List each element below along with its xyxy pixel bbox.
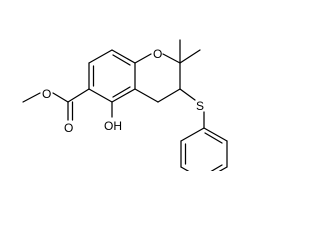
- double-bond-c5-c4a: [112, 86, 131, 98]
- bond-c4-c4a: [134, 88, 159, 103]
- double-bond-c8-c8a: [112, 54, 131, 66]
- gem-dimethyl: [179, 39, 201, 64]
- bond-c8-c7: [88, 49, 113, 64]
- phenylthio-group: [179, 88, 228, 171]
- hydroxyl-label: OH: [104, 119, 122, 133]
- sulfur-label: S: [196, 99, 204, 113]
- bond-c3-c4: [157, 88, 181, 103]
- chemical-structure-diagram: O OH O O S: [22, 39, 228, 171]
- bond-c3-s: [179, 88, 196, 101]
- phenyl-bond-4: [180, 166, 190, 171]
- bond-c6-carbonyl-carbon: [67, 88, 90, 103]
- methyl-ester-group: [22, 88, 90, 121]
- carbonyl-oxygen-label: O: [64, 121, 73, 135]
- bond-c8a-o1: [134, 53, 152, 64]
- bond-c6-c5: [88, 88, 113, 103]
- phenyl-double-bond-2: [210, 164, 223, 171]
- bond-carbonyl-ester-o: [52, 92, 69, 103]
- phenyl-double-bond-1: [204, 132, 223, 144]
- bond-c8a-c8: [111, 49, 136, 64]
- phenyl-bond-6: [180, 127, 205, 142]
- pyran-ring: [134, 53, 181, 103]
- benzene-ring: [88, 49, 136, 103]
- bond-c5-c4a: [111, 88, 136, 103]
- bond-c2-methyl-2: [179, 49, 201, 64]
- phenyl-bond-3: [218, 166, 228, 171]
- ring-oxygen-label: O: [153, 47, 162, 61]
- bond-o1-c2: [162, 53, 181, 64]
- phenyl-bond-1: [203, 127, 228, 142]
- ester-oxygen-label: O: [42, 87, 51, 101]
- bond-ester-o-methyl: [22, 92, 41, 103]
